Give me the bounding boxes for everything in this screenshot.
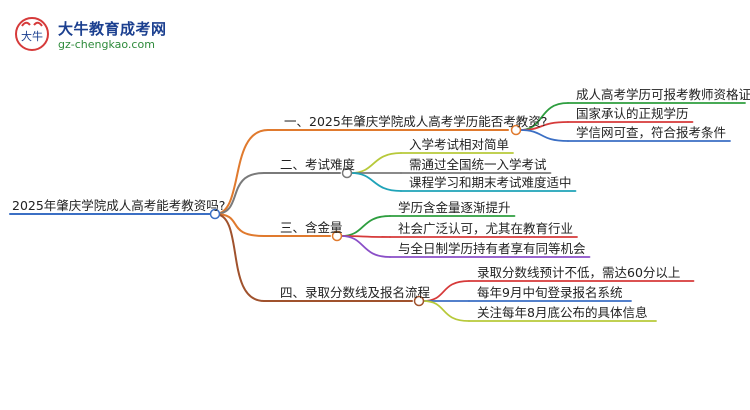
branch-node-1[interactable]: 一、2025年肇庆学院成人高考学历能否考教资? <box>284 114 548 129</box>
branch-node-2[interactable]: 二、考试难度 <box>280 157 356 172</box>
leaf-node-3-1[interactable]: 学历含金量逐渐提升 <box>398 200 511 215</box>
leaf-node-2-1[interactable]: 入学考试相对简单 <box>409 137 510 152</box>
leaf-node-4-3[interactable]: 关注每年8月底公布的具体信息 <box>477 305 648 320</box>
leaf-node-3-2[interactable]: 社会广泛认可，尤其在教育行业 <box>398 221 574 236</box>
branch-toggle-4[interactable] <box>413 295 425 307</box>
leaf-connector-4-3 <box>422 300 470 322</box>
leaf-connector-1-3 <box>519 129 569 142</box>
leaf-node-3-3[interactable]: 与全日制学历持有者享有同等机会 <box>398 241 586 256</box>
root-node[interactable]: 2025年肇庆学院成人高考能考教资吗? <box>12 198 226 213</box>
leaf-node-2-3[interactable]: 课程学习和期末考试难度适中 <box>409 175 572 190</box>
branch-node-4[interactable]: 四、录取分数线及报名流程 <box>280 285 431 300</box>
branch-connector-3 <box>214 213 265 237</box>
leaf-node-1-3[interactable]: 学信网可查，符合报考条件 <box>576 125 727 140</box>
leaf-connector-3-1 <box>340 215 391 237</box>
branch-toggle-3[interactable] <box>331 230 343 242</box>
leaf-node-4-1[interactable]: 录取分数线预计不低，需达60分以上 <box>477 265 681 280</box>
leaf-node-1-1[interactable]: 成人高考学历可报考教师资格证 <box>576 87 750 102</box>
leaf-node-1-2[interactable]: 国家承认的正规学历 <box>576 106 689 121</box>
leaf-connector-3-3 <box>340 235 391 258</box>
branch-connector-4 <box>214 213 265 302</box>
leaf-node-2-2[interactable]: 需通过全国统一入学考试 <box>409 157 547 172</box>
brand-title: 大牛教育成考网 <box>58 20 167 38</box>
logo-glyph: 大牛 <box>21 29 43 43</box>
root-toggle[interactable] <box>209 208 221 220</box>
brand-logo[interactable]: 大牛 大牛教育成考网 gz-chengkao.com <box>14 16 167 56</box>
brand-url: gz-chengkao.com <box>58 38 155 51</box>
branch-node-3[interactable]: 三、含金量 <box>280 220 343 235</box>
branch-toggle-2[interactable] <box>341 167 353 179</box>
leaf-connector-2-1 <box>350 152 402 174</box>
bull-logo-icon: 大牛 <box>15 17 49 51</box>
branch-connector-1 <box>214 129 269 215</box>
branch-toggle-1[interactable] <box>510 124 522 136</box>
branch-connector-2 <box>214 172 265 215</box>
leaf-node-4-2[interactable]: 每年9月中旬登录报名系统 <box>477 285 623 300</box>
leaf-connector-2-3 <box>350 172 402 192</box>
